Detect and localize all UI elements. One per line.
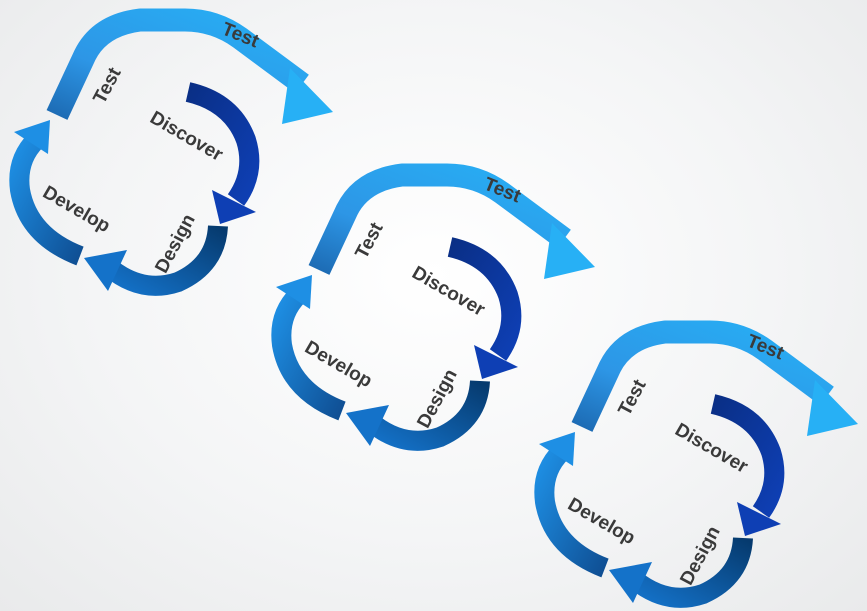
- develop-arrow: [534, 432, 609, 578]
- test-inner-label: Test: [89, 64, 126, 108]
- test-inner-label: Test: [614, 376, 651, 420]
- test-arrow: [46, 8, 333, 124]
- design-arrow: [84, 225, 228, 296]
- develop-arrow: [9, 120, 84, 266]
- test-inner-label: Test: [351, 219, 388, 263]
- design-arrow: [609, 537, 753, 608]
- test-arrow: [308, 163, 595, 279]
- discover-arrow: [710, 394, 785, 536]
- discover-label: Discover: [146, 107, 227, 166]
- discover-label: Discover: [671, 419, 752, 478]
- discover-label: Discover: [408, 262, 489, 321]
- discover-arrow: [447, 237, 522, 379]
- design-arrow: [346, 380, 490, 451]
- develop-arrow: [271, 275, 346, 421]
- test-arrow: [571, 320, 858, 436]
- discover-arrow: [185, 82, 260, 224]
